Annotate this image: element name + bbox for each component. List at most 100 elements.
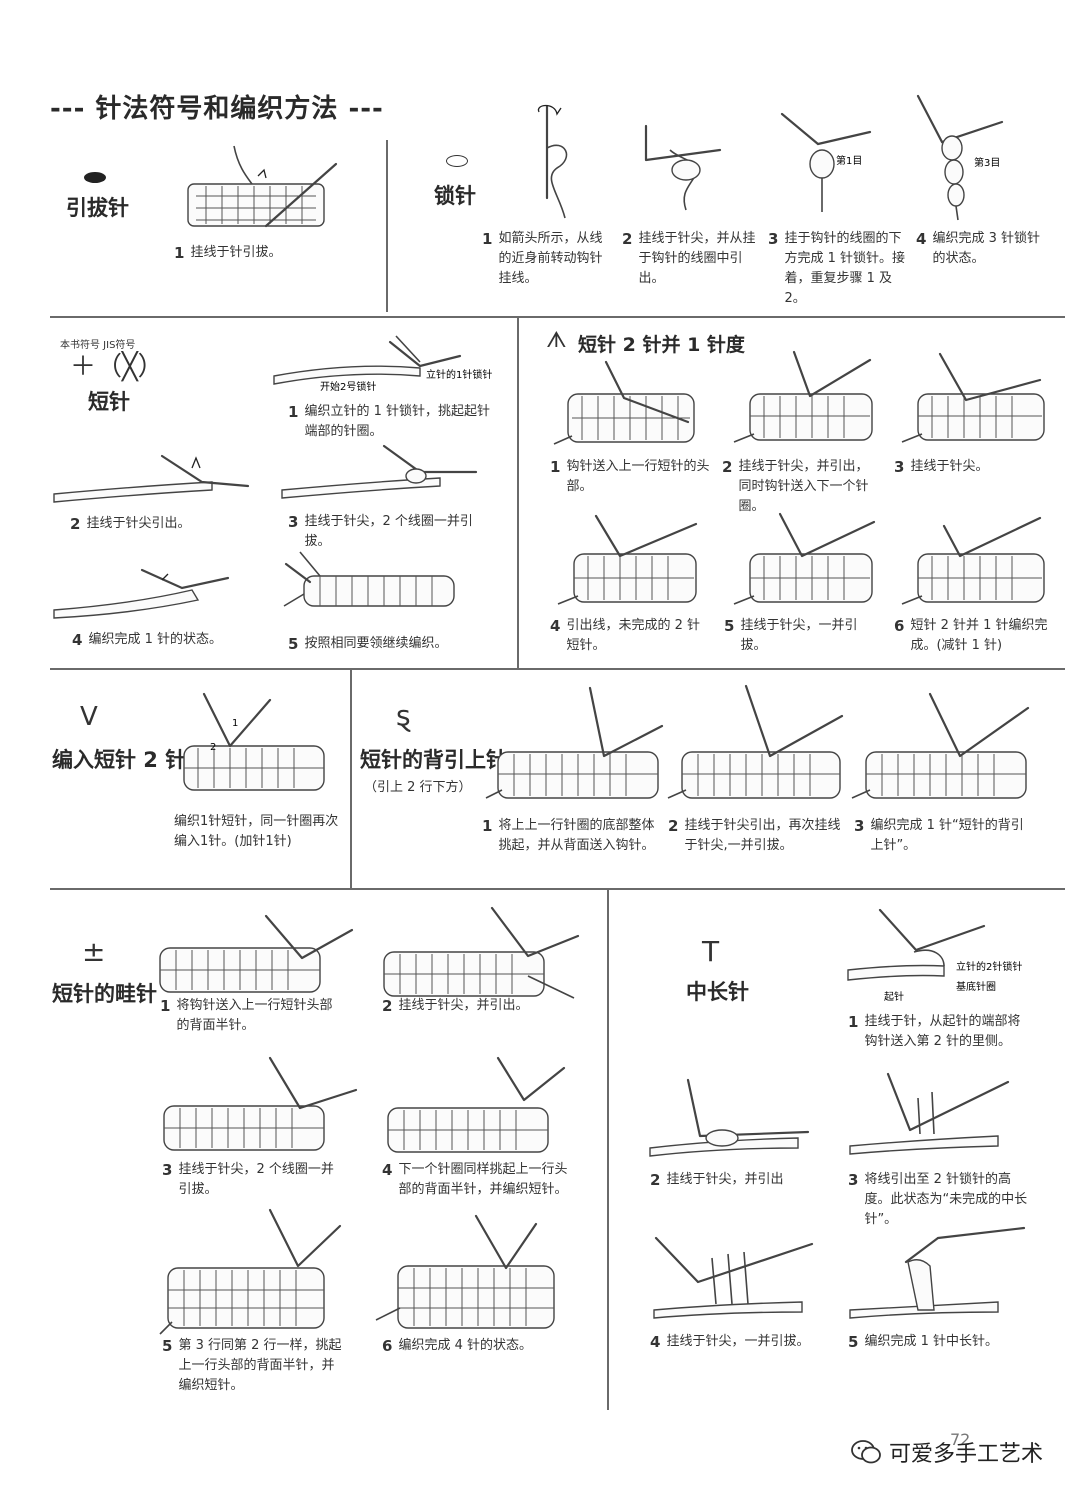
back-post-sub: （引上 2 行下方）: [364, 780, 472, 795]
ridge-symbol: ±: [82, 935, 106, 968]
divider: [50, 668, 1065, 670]
sc-step5-illustration: [283, 551, 455, 607]
slip-illustration: [187, 145, 338, 228]
sc-name: 短针: [88, 390, 130, 414]
sc2tog-step6-illustration: [901, 516, 1045, 605]
chain-step4-illustration: 第3目: [916, 94, 1004, 221]
sc2tog-step1-illustration: [553, 360, 695, 445]
ridge-name: 短针的畦针: [52, 982, 157, 1006]
inc-name: 编入短针 2 针: [52, 748, 187, 772]
back-post-step3-illustration: [851, 692, 1030, 799]
inc-text: 编织1针短针，同一针圈再次编入1针。(加针1针): [174, 814, 339, 849]
hdc-label-c: 起针: [884, 990, 904, 1003]
sc-label-chain: 立针的1针锁针: [426, 368, 492, 381]
sc2tog-name: 短针 2 针并 1 针度: [578, 334, 745, 356]
divider: [50, 888, 1065, 890]
page-title: --- 针法符号和编织方法 ---: [50, 94, 384, 124]
watermark-text: 可爱多手工艺术: [888, 1442, 1043, 1467]
hdc-name: 中长针: [686, 980, 749, 1004]
hdc-step4-illustration: [653, 1236, 814, 1319]
back-post-step2-illustration: [667, 684, 844, 799]
chain-step2-illustration: [644, 124, 722, 211]
hdc-label-a: 立针的2针锁针: [956, 960, 1022, 973]
sc-step1-illustration: 开始2号锁针 立针的1针锁针: [273, 335, 492, 393]
ridge-step4-illustration: [387, 1056, 566, 1153]
chain-name: 锁针: [434, 184, 476, 208]
sc-label-start: 开始2号锁针: [320, 380, 376, 393]
sc-symbol: ＋（╳）: [70, 352, 164, 382]
sc-step4-illustration: [53, 568, 230, 619]
chain-symbol: [446, 155, 468, 167]
hdc-step2-illustration: [649, 1078, 810, 1157]
chain-label-third: 第3目: [974, 156, 1000, 169]
chain-step1-illustration: [537, 104, 568, 219]
hdc-label-b: 基底针圈: [956, 980, 996, 993]
inc-label: 1: [232, 718, 238, 729]
divider: [50, 316, 1065, 318]
divider: [386, 140, 388, 312]
page-number: 72: [950, 1430, 971, 1449]
inc-illustration: 1 2: [183, 692, 325, 791]
inc-symbol: V: [80, 702, 98, 732]
sc-step2-illustration: [53, 454, 250, 503]
wechat-icon: [851, 1440, 881, 1464]
hdc-symbol: T: [702, 935, 720, 968]
back-post-name: 短针的背引上针: [360, 748, 507, 772]
inc-label: 2: [210, 742, 216, 753]
hdc-step1-illustration: 立针的2针锁针 基底针圈 起针: [847, 908, 1022, 1003]
slip-symbol: [84, 172, 106, 183]
ridge-step3-illustration: [163, 1056, 358, 1151]
ridge-step2-illustration: [383, 906, 580, 999]
divider: [517, 318, 519, 668]
chain-label-first: 第1目: [836, 154, 862, 167]
hdc-step5-illustration: [849, 1226, 1026, 1319]
back-post-symbol: ȿ: [396, 699, 411, 732]
hdc-step3-illustration: [849, 1072, 1010, 1155]
back-post-step1-illustration: [485, 686, 664, 799]
ridge-step5-illustration: [159, 1208, 342, 1335]
sc-step3-illustration: [281, 444, 478, 499]
sc-header-note: 本书符号 JIS符号: [60, 340, 136, 351]
sc2tog-symbol: ᗑ: [546, 328, 567, 353]
divider: [607, 890, 609, 1410]
sc2tog-step2-illustration: [733, 350, 873, 443]
divider: [350, 670, 352, 888]
chain-step3-illustration: 第1目: [780, 112, 872, 212]
watermark: 可爱多手工艺术: [851, 1436, 1043, 1468]
ridge-step6-illustration: [375, 1214, 555, 1329]
sc2tog-step4-illustration: [557, 514, 698, 605]
sc2tog-step5-illustration: [733, 512, 876, 605]
slip-name: 引拔针: [66, 196, 129, 220]
ridge-step1-illustration: [159, 914, 354, 993]
